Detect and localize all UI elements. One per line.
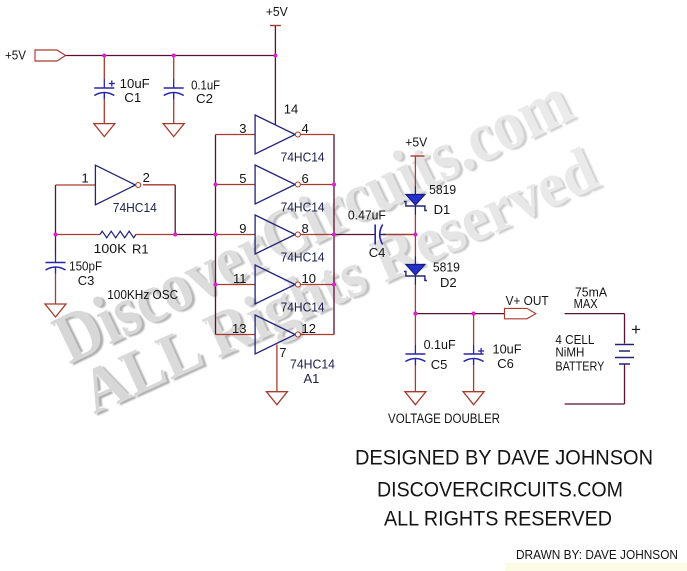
svg-text:C3: C3: [78, 273, 95, 288]
svg-text:BATTERY: BATTERY: [555, 359, 604, 374]
svg-text:1: 1: [82, 170, 89, 185]
svg-text:100K: 100K: [94, 241, 127, 256]
svg-text:10uF: 10uF: [493, 342, 522, 357]
svg-text:74HC14: 74HC14: [281, 150, 325, 165]
svg-text:74HC14: 74HC14: [281, 300, 325, 315]
svg-text:D1: D1: [434, 202, 451, 217]
svg-text:0.1uF: 0.1uF: [191, 78, 220, 93]
svg-text:MAX: MAX: [574, 296, 598, 311]
svg-text:0.47uF: 0.47uF: [348, 208, 386, 223]
svg-text:ALL RIGHTS RESERVED: ALL RIGHTS RESERVED: [384, 508, 612, 531]
svg-text:5819: 5819: [433, 260, 460, 275]
svg-text:74HC14: 74HC14: [281, 200, 325, 215]
svg-text:+: +: [631, 320, 641, 339]
svg-text:D2: D2: [440, 275, 457, 290]
svg-text:12: 12: [302, 321, 316, 336]
svg-text:DRAWN BY: DAVE JOHNSON: DRAWN BY: DAVE JOHNSON: [516, 547, 678, 562]
svg-text:3: 3: [239, 121, 246, 136]
svg-text:A1: A1: [304, 371, 320, 386]
svg-text:150pF: 150pF: [69, 259, 102, 274]
svg-text:9: 9: [239, 221, 246, 236]
svg-text:V+ OUT: V+ OUT: [506, 293, 549, 308]
svg-text:+5V: +5V: [266, 4, 288, 19]
svg-text:75mA: 75mA: [575, 285, 607, 300]
svg-text:5: 5: [239, 171, 246, 186]
svg-text:100KHz OSC: 100KHz OSC: [107, 287, 178, 302]
svg-text:C4: C4: [369, 245, 386, 260]
svg-text:4 CELL: 4 CELL: [555, 332, 594, 347]
svg-text:11: 11: [233, 271, 247, 286]
svg-text:10: 10: [302, 271, 316, 286]
svg-text:C1: C1: [124, 90, 141, 105]
svg-text:2: 2: [143, 170, 150, 185]
svg-text:DISCOVERCIRCUITS.COM: DISCOVERCIRCUITS.COM: [377, 479, 623, 502]
svg-text:R1: R1: [132, 242, 149, 257]
svg-text:6: 6: [302, 171, 309, 186]
svg-text:0.1uF: 0.1uF: [424, 337, 456, 352]
svg-text:NiMH: NiMH: [555, 345, 584, 360]
svg-text:74HC14: 74HC14: [281, 250, 325, 265]
svg-text:4: 4: [302, 121, 309, 136]
svg-text:10uF: 10uF: [120, 76, 150, 91]
svg-text:74HC14: 74HC14: [290, 356, 335, 371]
svg-text:14: 14: [284, 102, 298, 117]
svg-text:+5V: +5V: [5, 48, 26, 63]
svg-text:C5: C5: [431, 357, 448, 372]
svg-text:+5V: +5V: [405, 134, 427, 149]
svg-text:DESIGNED BY DAVE JOHNSON: DESIGNED BY DAVE JOHNSON: [355, 447, 653, 470]
svg-text:5819: 5819: [429, 182, 456, 197]
svg-text:8: 8: [302, 221, 309, 236]
svg-text:VOLTAGE DOUBLER: VOLTAGE DOUBLER: [388, 411, 500, 426]
svg-text:74HC14: 74HC14: [113, 200, 157, 215]
svg-text:C6: C6: [497, 356, 514, 371]
svg-text:C2: C2: [196, 91, 213, 106]
svg-text:7: 7: [279, 345, 286, 360]
svg-text:13: 13: [232, 321, 246, 336]
